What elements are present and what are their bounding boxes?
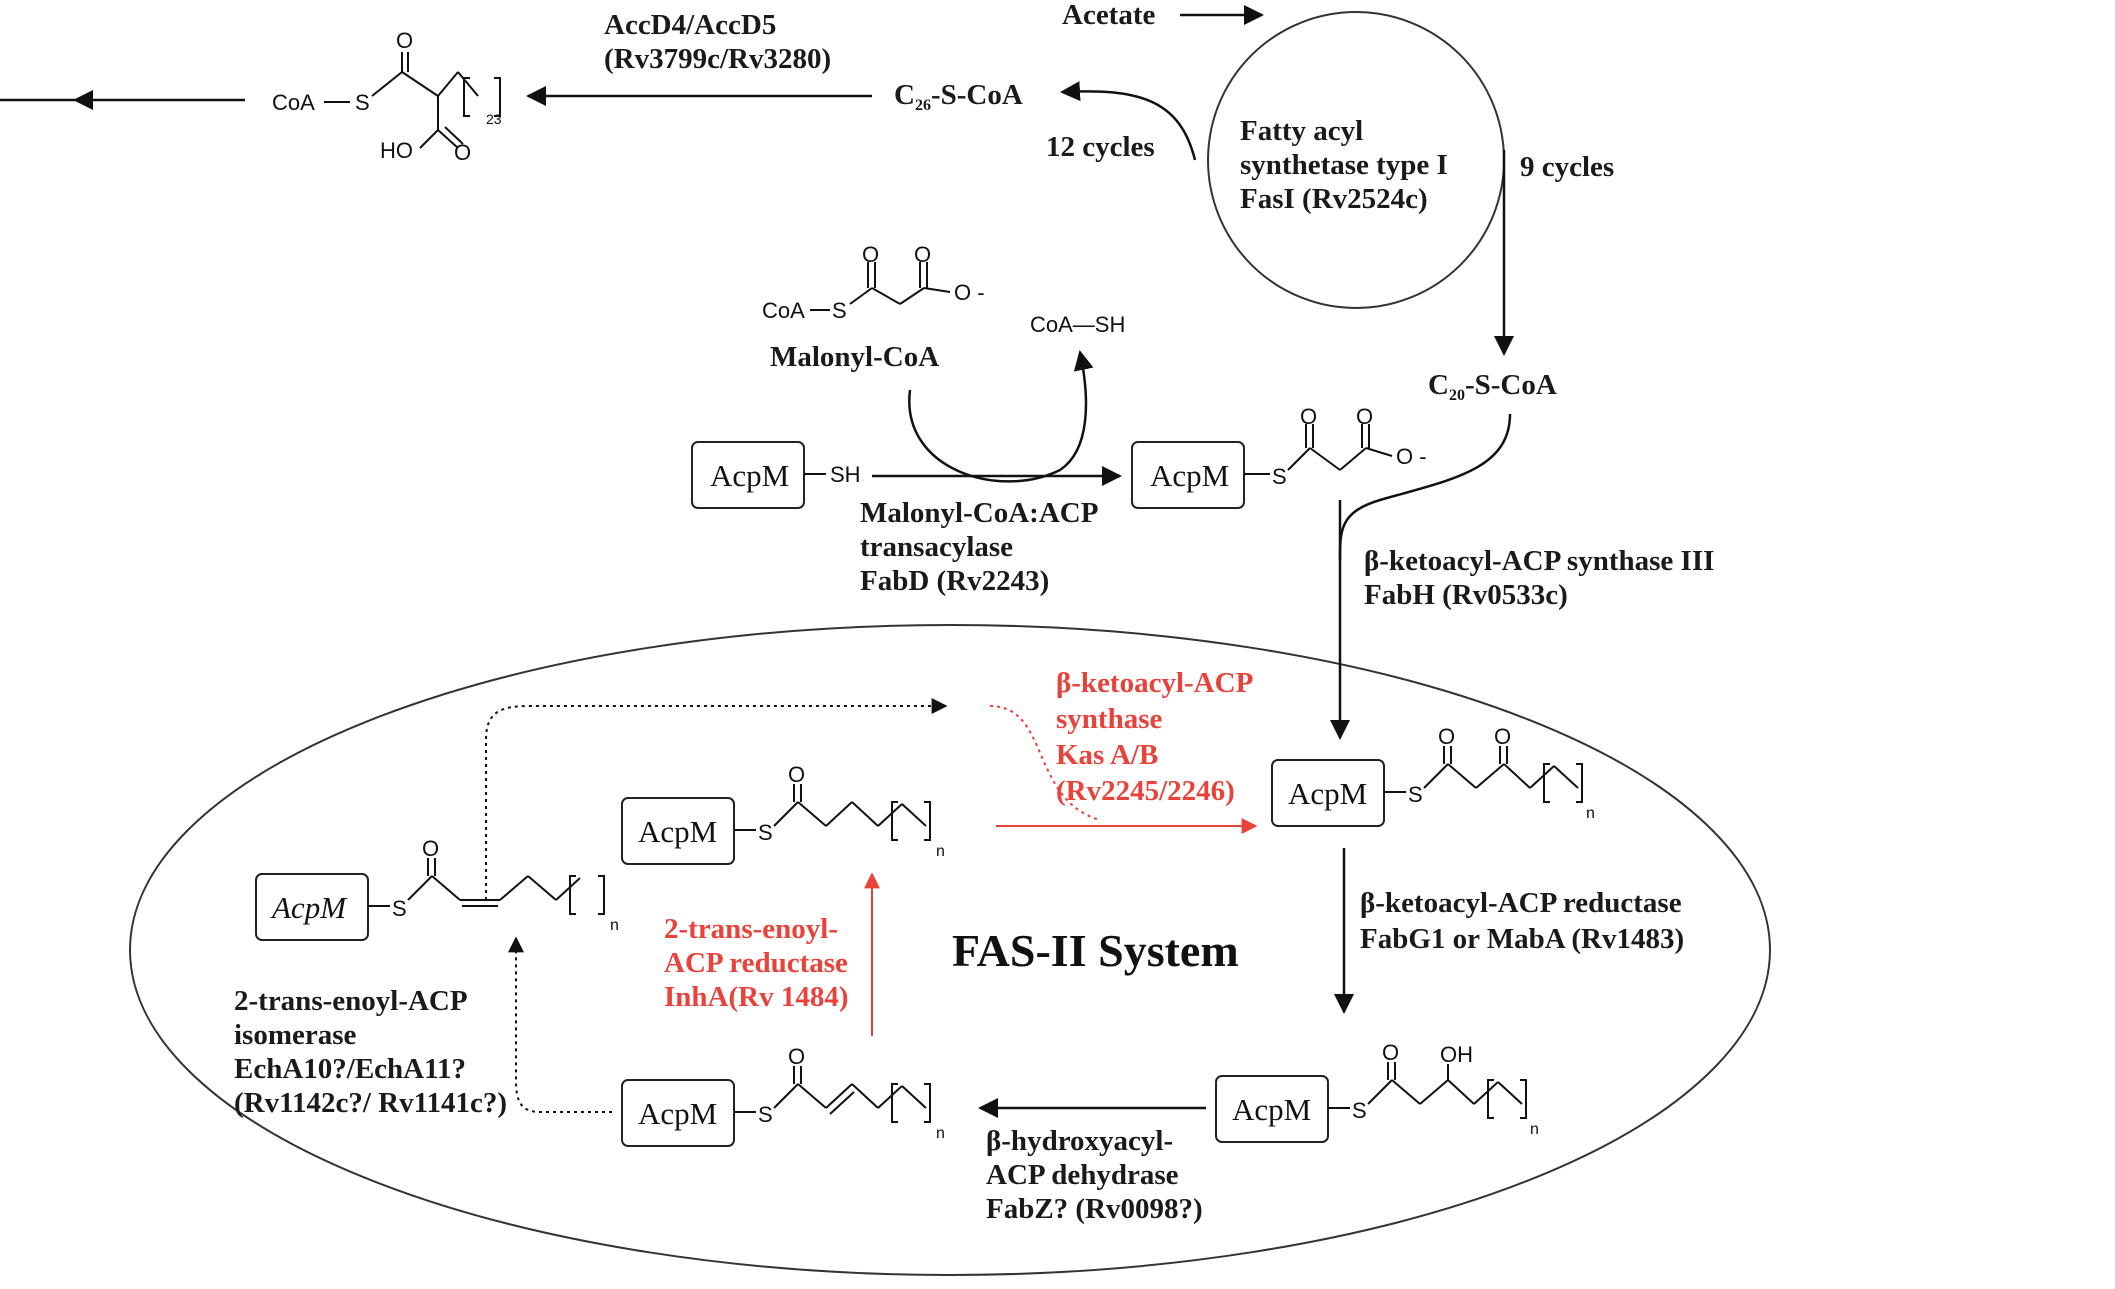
fabd-label-1: Malonyl-CoA:ACP [860, 497, 1098, 529]
malacp-o-minus: O - [1396, 444, 1427, 469]
malonyl-coa-label: Malonyl-CoA [770, 341, 939, 373]
cycles-12-label: 12 cycles [1046, 131, 1155, 163]
subscript-23: 23 [486, 111, 502, 127]
sh-text: SH [830, 462, 861, 487]
acpm-enoyl-text: AcpM [638, 1096, 717, 1131]
echa-label-2: isomerase [234, 1019, 357, 1051]
fabd-label-3: FabD (Rv2243) [860, 565, 1049, 597]
acpm-sh-text: AcpM [710, 458, 789, 493]
saturated-acyl-structure: S O n [734, 762, 945, 860]
hyd-s: S [1352, 1098, 1367, 1123]
echa-label-4: (Rv1142c?/ Rv1141c?) [234, 1087, 507, 1119]
fabz-label-1: β-hydroxyacyl- [986, 1125, 1173, 1157]
hyd-o: O [1382, 1040, 1399, 1065]
hyd-oh: OH [1440, 1042, 1473, 1067]
fabd-label-2: transacylase [860, 531, 1013, 563]
hydroxyl-text: HO [380, 138, 413, 163]
accd-label-2: (Rv3799c/Rv3280) [604, 43, 831, 75]
fas2-system-label: FAS-II System [952, 925, 1239, 976]
hyd-n: n [1530, 1121, 1539, 1138]
malacp-o1: O [1300, 404, 1317, 429]
fas2-ellipse [129, 624, 1771, 1276]
ketoacyl-structure: S O O n [1384, 724, 1595, 822]
inha-label-1: 2-trans-enoyl- [664, 913, 838, 945]
malonyl-coa-text: CoA [762, 298, 805, 323]
kas-label-1: β-ketoacyl-ACP [1056, 667, 1253, 699]
accd-label-1: AccD4/AccD5 [604, 9, 776, 41]
kas-label-4: (Rv2245/2246) [1056, 775, 1235, 807]
fabz-label-3: FabZ? (Rv0098?) [986, 1193, 1203, 1225]
carboxy-acyl-coa-structure: CoA S O 23 HO O [272, 28, 502, 165]
malacp-s: S [1272, 464, 1287, 489]
fabh-label-1: β-ketoacyl-ACP synthase III [1364, 545, 1714, 577]
oxygen-text-2: O [454, 140, 471, 165]
svg-text:C20-S-CoA: C20-S-CoA [1428, 369, 1557, 404]
acyl-s: S [758, 820, 773, 845]
isomerase-dotted-arrow [508, 936, 612, 1113]
hydroxyacyl-structure: S O OH n [1328, 1040, 1539, 1138]
malonyl-s-text: S [832, 298, 847, 323]
coa-text: CoA [272, 90, 315, 115]
fas1-label-3: FasI (Rv2524c) [1240, 183, 1428, 215]
acpm-cis-enoyl-text: AcpM [270, 890, 348, 925]
keto-n: n [1586, 805, 1595, 822]
echa-label-1: 2-trans-enoyl-ACP [234, 985, 468, 1017]
cis-enoyl-structure: S O n [368, 836, 619, 934]
kas-dotted-curve [989, 705, 1101, 821]
fabh-label-2: FabH (Rv0533c) [1364, 579, 1568, 611]
malonyl-acp-structure: S O O O - [1244, 404, 1427, 489]
acpm-acyl-text: AcpM [638, 814, 717, 849]
echa-label-3: EchA10?/EchA11? [234, 1053, 466, 1085]
acpm-malonyl-text: AcpM [1150, 458, 1229, 493]
svg-text:C26-S-CoA: C26-S-CoA [894, 79, 1023, 114]
c20-s-coa-label: C20-S-CoA [1428, 369, 1557, 404]
malonyl-o2: O [914, 242, 931, 267]
cycles-9-label: 9 cycles [1520, 151, 1614, 183]
acpm-ketoacyl-text: AcpM [1288, 776, 1367, 811]
inha-label-3: InhA(Rv 1484) [664, 981, 849, 1013]
acpm-hydroxyacyl-text: AcpM [1232, 1092, 1311, 1127]
malonyl-coa-structure: CoA S O O O - [762, 242, 985, 323]
cis-enoyl-dotted-arrow [485, 698, 948, 900]
acyl-o: O [788, 762, 805, 787]
malacp-o2: O [1356, 404, 1373, 429]
keto-o2: O [1494, 724, 1511, 749]
c26-s-coa-label: C26-S-CoA [894, 79, 1023, 114]
fabg-label-2: FabG1 or MabA (Rv1483) [1360, 923, 1684, 955]
fas1-label-1: Fatty acyl [1240, 115, 1363, 147]
kas-label-2: synthase [1056, 703, 1162, 735]
kas-label-3: Kas A/B [1056, 739, 1158, 771]
fabz-label-2: ACP dehydrase [986, 1159, 1179, 1191]
enoyl-n: n [936, 1125, 945, 1142]
sulfur-text: S [355, 90, 370, 115]
fas1-to-c26-arrow [1060, 81, 1197, 161]
acetate-label: Acetate [1062, 0, 1156, 31]
enoyl-o: O [788, 1044, 805, 1069]
fas1-label-2: synthetase type I [1240, 149, 1448, 181]
keto-s: S [1408, 782, 1423, 807]
malonyl-o1: O [862, 242, 879, 267]
cis-n: n [610, 917, 619, 934]
c20-curve [1338, 413, 1512, 561]
oxygen-text: O [396, 28, 413, 53]
cis-o: O [422, 836, 439, 861]
inha-label-2: ACP reductase [664, 947, 848, 979]
acyl-n: n [936, 843, 945, 860]
cis-s: S [392, 896, 407, 921]
malonyl-o-minus: O - [954, 280, 985, 305]
fabg-label-1: β-ketoacyl-ACP reductase [1360, 887, 1682, 919]
enoyl-s: S [758, 1102, 773, 1127]
trans-enoyl-structure: S O n [734, 1044, 945, 1142]
keto-o1: O [1438, 724, 1455, 749]
coa-sh-label: CoA—SH [1030, 312, 1125, 337]
